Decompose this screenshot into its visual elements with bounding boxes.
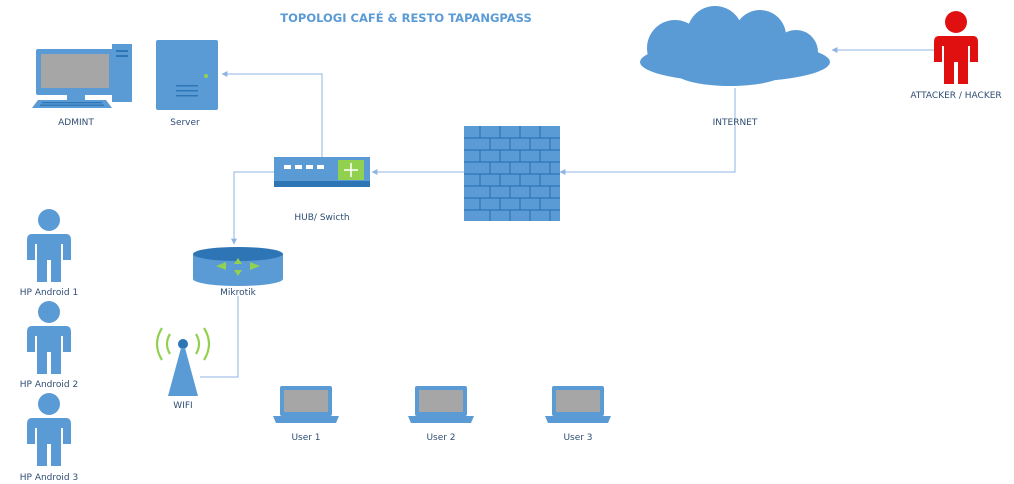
wire-internet-firewall [559,88,736,175]
firewall-icon [464,126,560,221]
mikrotik-label: Mikrotik [220,288,257,298]
wire-hub-server [221,71,323,158]
router-icon [193,247,283,286]
server-label: Server [170,118,200,128]
person-icon [27,393,71,466]
cloud-icon [640,6,830,86]
attacker-label: ATTACKER / HACKER [910,91,1001,101]
hub-label: HUB/ Swicth [294,213,349,223]
hp-android-2-label: HP Android 2 [20,380,78,390]
user-1-label: User 1 [291,433,320,443]
wifi-label: WIFI [173,401,192,411]
internet-label: INTERNET [713,118,758,128]
hp-android-1-label: HP Android 1 [20,288,78,298]
wire-hub-mikrotik [231,171,278,245]
wifi-antenna-icon [155,327,211,396]
user-3-label: User 3 [563,433,592,443]
laptop-icon [408,386,474,423]
desktop-computer-icon [32,44,132,108]
laptop-icon [273,386,339,423]
server-tower-icon [156,40,218,110]
person-icon [934,11,978,84]
person-icon [27,301,71,374]
wire-mikrotik-wifi [200,296,239,378]
connection-wires [200,47,935,378]
person-icon [27,209,71,282]
hp-android-3-label: HP Android 3 [20,473,78,483]
admin-label: ADMINT [58,118,94,128]
diagram-title: TOPOLOGI CAFÉ & RESTO TAPANGPASS [280,10,531,25]
laptop-icon [545,386,611,423]
user-2-label: User 2 [426,433,455,443]
network-switch-icon [274,157,370,187]
